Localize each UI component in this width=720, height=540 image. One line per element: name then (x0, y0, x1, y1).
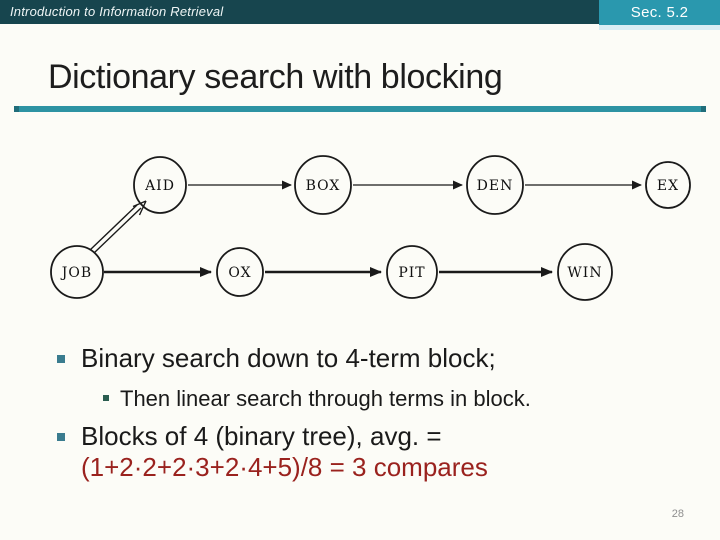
bullet-square-icon (57, 433, 65, 441)
node-aid-label: AID (144, 178, 175, 194)
bullet-binary-search: Binary search down to 4-term block; (57, 343, 496, 374)
node-den: DEN (466, 155, 524, 215)
node-ex: EX (645, 161, 691, 209)
course-title: Introduction to Information Retrieval (10, 4, 224, 19)
blocks-average-line1: Blocks of 4 (binary tree), avg. = (81, 421, 442, 451)
dictionary-blocking-diagram: AID BOX DEN EX JOB OX PIT WIN (50, 155, 691, 301)
node-ex-label: EX (657, 178, 679, 194)
compares-formula: (1+2·2+2·3+2·4+5)/8 = 3 compares (81, 452, 488, 482)
double-arrow-job-aid (89, 200, 147, 254)
node-win-label: WIN (567, 265, 602, 281)
title-rule (14, 106, 706, 112)
node-job: JOB (50, 245, 104, 299)
bullet-linear-search-text: Then linear search through terms in bloc… (120, 386, 531, 411)
section-badge: Sec. 5.2 (599, 0, 720, 25)
node-box-label: BOX (306, 178, 341, 194)
bullet-linear-search: Then linear search through terms in bloc… (103, 385, 531, 412)
node-aid: AID (133, 156, 187, 214)
node-ox: OX (216, 247, 264, 297)
bullet-blocks-average: Blocks of 4 (binary tree), avg. = (1+2·2… (57, 421, 488, 483)
bullet-square-icon (57, 355, 65, 363)
node-job-label: JOB (60, 265, 92, 281)
slide-title: Dictionary search with blocking (48, 58, 503, 96)
bullet-blocks-average-text: Blocks of 4 (binary tree), avg. = (1+2·2… (81, 421, 488, 483)
bullet-binary-search-text: Binary search down to 4-term block; (81, 343, 496, 373)
section-badge-underline (599, 25, 720, 30)
node-ox-label: OX (228, 265, 251, 281)
bullet-square-icon (103, 395, 109, 401)
node-win: WIN (557, 243, 613, 301)
node-pit-label: PIT (398, 265, 425, 281)
node-box: BOX (294, 155, 352, 215)
page-number: 28 (671, 508, 684, 520)
node-den-label: DEN (477, 178, 514, 194)
node-pit: PIT (386, 245, 438, 299)
